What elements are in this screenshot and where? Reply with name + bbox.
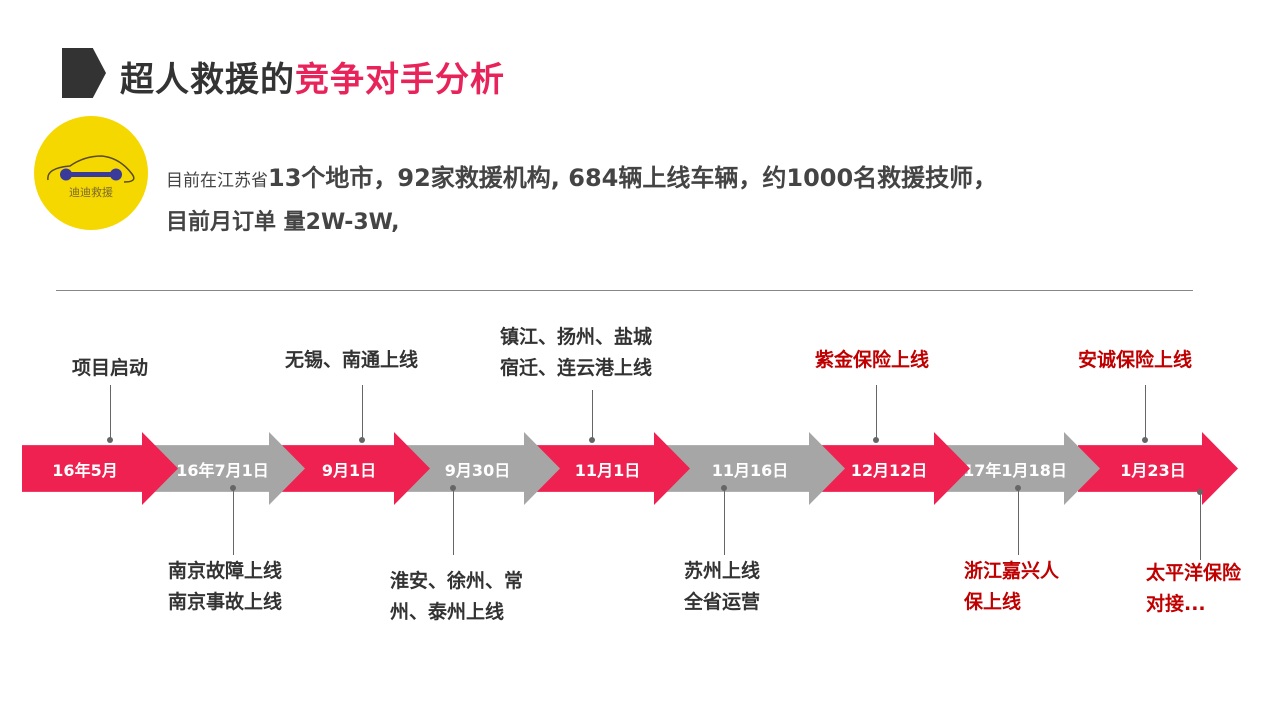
milestone-label: 无锡、南通上线: [285, 345, 418, 376]
milestone-label: 安诚保险上线: [1078, 345, 1192, 376]
milestone-label-line: 对接...: [1146, 593, 1206, 615]
summary-line-2: 目前月订单 量2W-3W,: [166, 210, 400, 235]
timeline-date: 16年5月: [52, 460, 118, 480]
milestone-label-line: 太平洋保险: [1146, 562, 1242, 584]
logo-text: 迪迪救援: [69, 186, 113, 199]
milestone-label-line: 浙江嘉兴人: [964, 560, 1060, 582]
milestone-label: 淮安、徐州、常州、泰州上线: [390, 566, 523, 628]
timeline-date: 11月16日: [711, 460, 789, 480]
milestone-label-line: 全省运营: [684, 591, 761, 613]
connector-dot: [1015, 485, 1021, 491]
connector-line: [362, 385, 363, 440]
timeline-date: 16年7月1日: [176, 460, 269, 480]
milestone-label: 紫金保险上线: [815, 345, 929, 376]
milestone-label-line: 安诚保险上线: [1078, 349, 1193, 371]
page-title: 超人救援的竞争对手分析: [120, 52, 505, 101]
timeline-arrow: 1月23日: [1078, 432, 1238, 505]
company-logo: 迪迪救援: [34, 116, 148, 230]
milestone-label: 浙江嘉兴人保上线: [964, 556, 1059, 618]
milestone-label-line: 镇江、扬州、盐城: [500, 326, 653, 348]
connector-dot: [107, 437, 113, 443]
milestone-label-line: 紫金保险上线: [815, 349, 930, 371]
milestone-label-line: 南京事故上线: [168, 591, 283, 613]
timeline-date: 11月1日: [574, 460, 641, 480]
summary-prefix: 目前在江苏省: [166, 171, 268, 191]
milestone-label-line: 南京故障上线: [168, 560, 283, 582]
connector-line: [876, 385, 877, 440]
milestone-label-line: 州、泰州上线: [390, 601, 505, 623]
connector-dot: [230, 485, 236, 491]
milestone-label: 太平洋保险对接...: [1146, 558, 1241, 620]
connector-dot: [359, 437, 365, 443]
connector-line: [1145, 385, 1146, 440]
timeline-date: 12月12日: [850, 460, 928, 480]
connector-line: [592, 390, 593, 440]
divider: [56, 290, 1193, 291]
milestone-label-line: 项目启动: [72, 357, 149, 379]
milestone-label-line: 苏州上线: [684, 560, 761, 582]
timeline-arrow: 16年5月: [22, 432, 178, 505]
milestone-label: 项目启动: [72, 353, 148, 384]
connector-dot: [873, 437, 879, 443]
title-highlight: 竞争对手分析: [295, 60, 505, 100]
connector-dot: [1142, 437, 1148, 443]
timeline-arrow: 11月16日: [665, 432, 845, 505]
connector-line: [1200, 492, 1201, 560]
milestone-label-line: 保上线: [964, 591, 1022, 613]
title-marker-icon: [62, 48, 106, 98]
milestone-label-line: 宿迁、连云港上线: [500, 357, 653, 379]
car-wrench-icon: [47, 155, 135, 183]
timeline-date: 17年1月18日: [963, 460, 1067, 480]
milestone-label-line: 无锡、南通上线: [285, 349, 419, 371]
milestone-label: 镇江、扬州、盐城宿迁、连云港上线: [500, 322, 652, 384]
timeline-date: 9月1日: [321, 460, 377, 480]
summary-line-1: 目前在江苏省13个地市，92家救援机构, 684辆上线车辆，约1000名救援技师…: [166, 158, 997, 193]
timeline-date: 9月30日: [444, 460, 511, 480]
connector-dot: [450, 485, 456, 491]
connector-line: [724, 488, 725, 555]
milestone-label: 苏州上线全省运营: [684, 556, 760, 618]
connector-dot: [721, 485, 727, 491]
connector-dot: [1197, 489, 1203, 495]
title-part1: 超人救援的: [120, 60, 295, 100]
connector-line: [1018, 488, 1019, 555]
connector-line: [233, 488, 234, 555]
timeline-date: 1月23日: [1120, 460, 1186, 480]
milestone-label-line: 淮安、徐州、常: [390, 570, 524, 592]
connector-line: [110, 385, 111, 440]
connector-dot: [589, 437, 595, 443]
milestone-label: 南京故障上线南京事故上线: [168, 556, 282, 618]
connector-line: [453, 488, 454, 555]
summary-stats: 13个地市，92家救援机构, 684辆上线车辆，约1000名救援技师，: [268, 164, 998, 192]
